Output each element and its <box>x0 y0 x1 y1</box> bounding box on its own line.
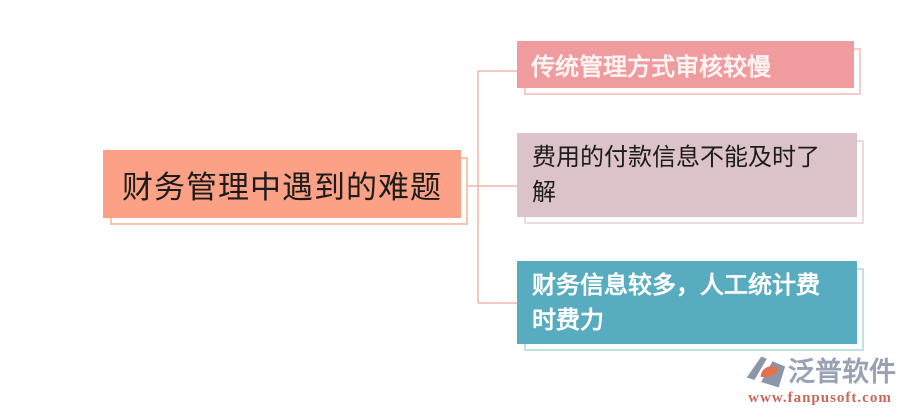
branch-node-3: 财务信息较多，人工统计费时费力 <box>517 261 864 351</box>
root-topic-label: 财务管理中遇到的难题 <box>122 169 442 205</box>
watermark-url-text: www.fanpusoft.com <box>748 390 892 406</box>
branch-2-label: 费用的付款信息不能及时了解 <box>532 144 820 206</box>
root-topic-body: 财务管理中遇到的难题 <box>103 150 461 218</box>
branch-3-label: 财务信息较多，人工统计费时费力 <box>532 271 820 334</box>
branch-3-body: 财务信息较多，人工统计费时费力 <box>517 261 857 344</box>
branch-node-1: 传统管理方式审核较慢 <box>517 41 861 95</box>
branch-1-body: 传统管理方式审核较慢 <box>517 41 854 88</box>
branch-2-body: 费用的付款信息不能及时了解 <box>517 133 857 217</box>
watermark-brand-text: 泛普软件 <box>788 357 896 387</box>
root-topic-node: 财务管理中遇到的难题 <box>103 150 468 225</box>
branch-1-label: 传统管理方式审核较慢 <box>531 54 771 81</box>
branch-node-2: 费用的付款信息不能及时了解 <box>517 133 864 224</box>
watermark: 泛普软件 www.fanpusoft.com <box>744 354 896 406</box>
fanpu-logo-icon <box>746 355 786 389</box>
